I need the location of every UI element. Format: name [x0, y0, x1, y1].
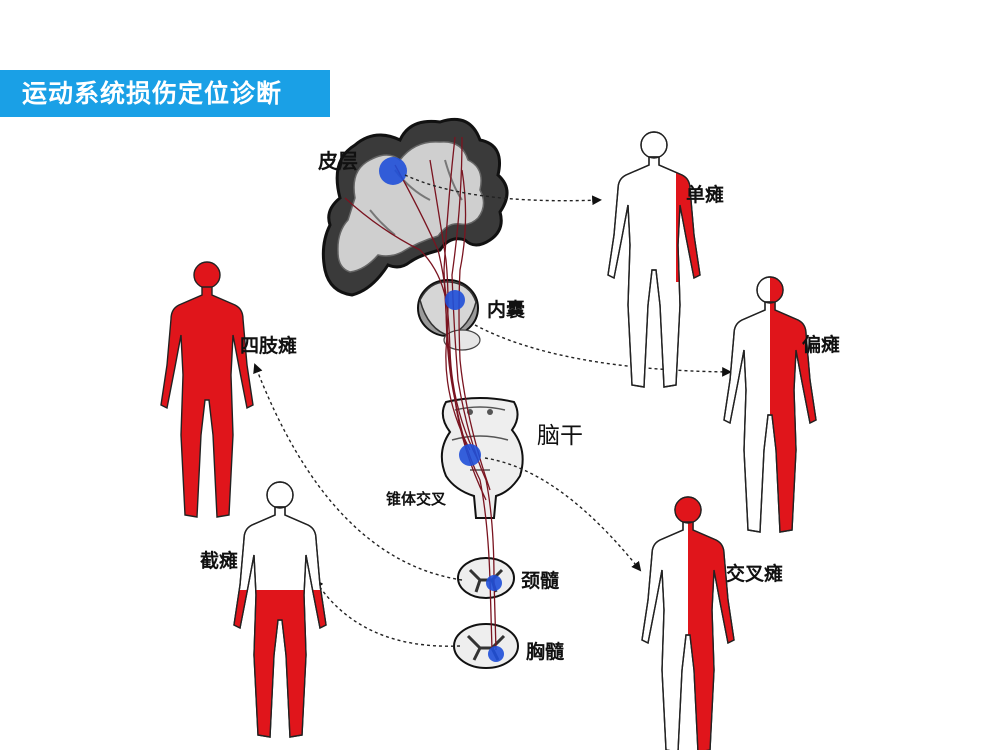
- capsule-lesion-marker: [445, 290, 465, 310]
- lesion-markers: [379, 157, 504, 662]
- arrow-capsule-to-hemiplegia: [474, 324, 732, 377]
- label-cervical-cord: 颈髓: [521, 570, 560, 592]
- arrow-thoracic-to-paraplegia: [313, 578, 461, 647]
- label-internal-capsule: 内囊: [487, 299, 526, 321]
- paraplegia-figure: [233, 481, 327, 738]
- arrow-cervical-to-quadriplegia: [253, 363, 463, 581]
- brainstem-lesion-marker: [459, 444, 481, 466]
- cervical-lesion-marker: [486, 575, 502, 591]
- arrow-cortex-to-monoplegia: [404, 174, 602, 206]
- cortex-lesion-marker: [379, 157, 407, 185]
- label-cruciate-hemiplegia: 交叉瘫: [726, 563, 784, 585]
- corticospinal-tract: [344, 136, 497, 651]
- hemiplegia-figure: [723, 276, 817, 533]
- connector-arrows: [253, 174, 732, 647]
- title-banner: 运动系统损伤定位诊断: [0, 70, 330, 117]
- thoracic-cord-icon: [453, 623, 519, 669]
- quadriplegia-figure: [160, 261, 254, 518]
- arrow-brainstem-to-cruciate: [484, 457, 642, 572]
- label-thoracic-cord: 胸髓: [526, 641, 565, 663]
- cortex-icon: [321, 117, 509, 297]
- cervical-cord-icon: [457, 557, 515, 599]
- monoplegia-figure: [607, 131, 701, 388]
- label-monoplegia: 单瘫: [686, 184, 725, 206]
- label-quadriplegia: 四肢瘫: [240, 335, 298, 357]
- cruciate-hemiplegia-figure: [641, 496, 735, 750]
- label-brainstem: 脑干: [537, 423, 583, 449]
- label-hemiplegia: 偏瘫: [802, 334, 841, 356]
- label-paraplegia: 截瘫: [200, 550, 239, 572]
- thoracic-lesion-marker: [488, 646, 504, 662]
- slide-title: 运动系统损伤定位诊断: [22, 79, 283, 108]
- label-cortex: 皮层: [318, 149, 358, 173]
- brainstem-icon: [440, 397, 524, 519]
- label-decussation: 锥体交叉: [386, 490, 447, 508]
